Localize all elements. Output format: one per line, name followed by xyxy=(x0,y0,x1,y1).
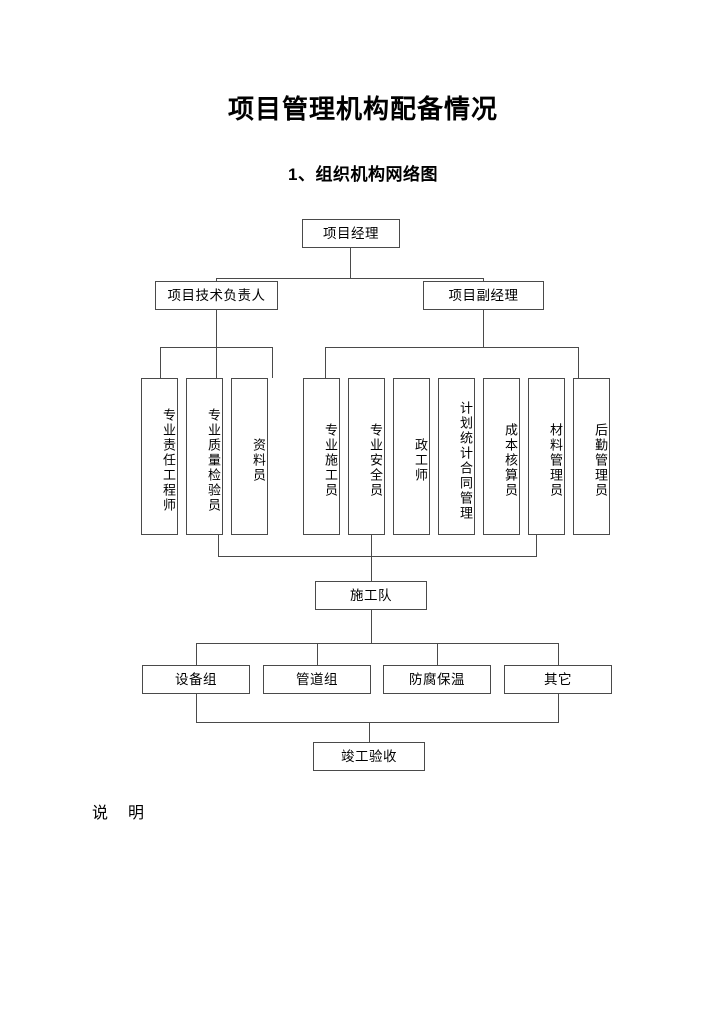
connector-other-group-down xyxy=(558,694,559,722)
connector-right-drop-right xyxy=(578,347,579,378)
node-completion-acceptance: 竣工验收 xyxy=(313,742,425,771)
connector-pm-to-bus xyxy=(350,248,351,278)
connector-left-drop-1 xyxy=(160,347,161,378)
node-other-group: 其它 xyxy=(504,665,612,694)
connector-level2-bus xyxy=(216,278,484,279)
node-logistics-manager: 后勤管理员 xyxy=(573,378,610,535)
connector-left-drop-2 xyxy=(216,347,217,378)
connector-left-drop-3 xyxy=(272,347,273,378)
node-plan-statistics-contract-management: 计划统计合同管理 xyxy=(438,378,475,535)
connector-right-drop-left xyxy=(325,347,326,378)
connector-collector-bus xyxy=(218,556,537,557)
connector-group-drop-pipeline xyxy=(317,643,318,665)
connector-groups-bus xyxy=(196,643,559,644)
node-safety-officer: 专业安全员 xyxy=(348,378,385,535)
connector-group-drop-other xyxy=(558,643,559,665)
connector-group-drop-equipment xyxy=(196,643,197,665)
node-equipment-group: 设备组 xyxy=(142,665,250,694)
connector-deputy-pm-down xyxy=(483,310,484,347)
connector-acceptance-bus xyxy=(196,722,559,723)
connector-group-drop-anticorrosion xyxy=(437,643,438,665)
node-quality-inspector: 专业质量检验员 xyxy=(186,378,223,535)
node-technical-lead: 项目技术负责人 xyxy=(155,281,278,310)
node-professional-responsible-engineer: 专业责任工程师 xyxy=(141,378,178,535)
node-cost-accountant: 成本核算员 xyxy=(483,378,520,535)
node-project-manager: 项目经理 xyxy=(302,219,400,248)
node-pipeline-group: 管道组 xyxy=(263,665,371,694)
connector-right-group-collector-drop xyxy=(536,535,537,556)
page-title: 项目管理机构配备情况 xyxy=(227,94,498,124)
connector-tech-lead-down xyxy=(216,310,217,347)
node-anticorrosion-insulation-group: 防腐保温 xyxy=(383,665,491,694)
node-construction-officer: 专业施工员 xyxy=(303,378,340,535)
connector-right-branch-bus xyxy=(325,347,579,348)
connector-bus-to-acceptance xyxy=(369,722,370,742)
connector-equipment-group-down xyxy=(196,694,197,722)
node-construction-team: 施工队 xyxy=(315,581,427,610)
connector-collector-to-construction-team xyxy=(371,535,372,581)
connector-construction-team-down xyxy=(371,610,372,643)
node-material-manager: 材料管理员 xyxy=(528,378,565,535)
note-label: 说 明 xyxy=(92,805,147,822)
node-archivist: 资料员 xyxy=(231,378,268,535)
section-heading: 1、组织机构网络图 xyxy=(288,165,438,184)
connector-left-group-collector-drop xyxy=(218,535,219,556)
node-political-worker: 政工师 xyxy=(393,378,430,535)
node-deputy-project-manager: 项目副经理 xyxy=(423,281,544,310)
